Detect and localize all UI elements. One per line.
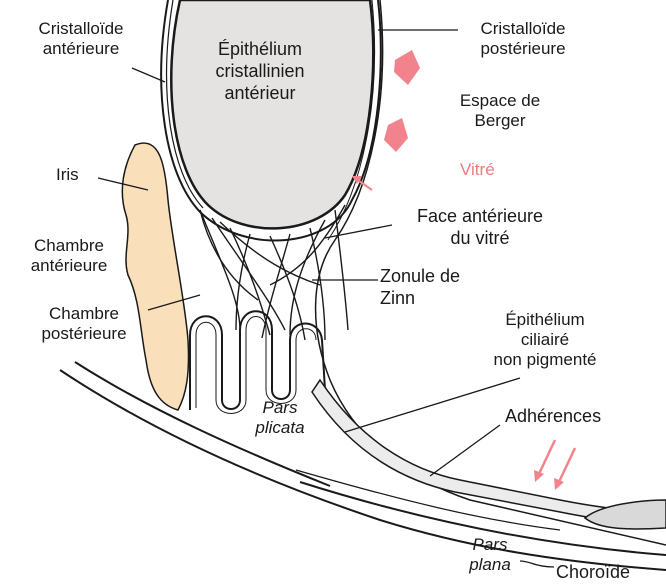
label-epithelium-cristallinien-line1: Épithélium (195, 38, 325, 60)
label-cristalloide-posterieure-line2: postérieure (458, 39, 588, 59)
label-face-anterieure-vitre-line1: Face antérieure (390, 205, 570, 227)
label-espace-de-berger-line2: Berger (440, 111, 560, 131)
label-face-anterieure-vitre: Face antérieure du vitré (390, 205, 570, 249)
label-face-anterieure-vitre-line2: du vitré (390, 227, 570, 249)
label-pars-plicata-line1: Pars (245, 398, 315, 418)
berger-space-mark-1 (394, 50, 420, 85)
label-zonule-de-zinn-line2: Zinn (380, 287, 460, 309)
label-epithelium-ciliaire-line3: non pigmenté (470, 350, 620, 370)
label-zonule-de-zinn: Zonule de Zinn (380, 265, 460, 309)
label-pars-plicata: Pars plicata (245, 398, 315, 438)
adherence-arrow-2 (558, 448, 575, 484)
label-iris: Iris (56, 165, 79, 185)
label-adherences: Adhérences (505, 405, 601, 427)
label-epithelium-ciliaire-line1: Épithélium (470, 310, 620, 330)
sclera-outer (60, 370, 666, 570)
label-epithelium-cristallinien-line2: cristallinien (195, 60, 325, 82)
label-epithelium-cristallinien: Épithélium cristallinien antérieur (195, 38, 325, 104)
label-cristalloide-anterieure: Cristalloïde antérieure (22, 19, 140, 59)
label-cristalloide-posterieure-line1: Cristalloïde (458, 19, 588, 39)
ciliary-epithelium-band (312, 380, 666, 525)
lens-body (171, 0, 373, 228)
label-chambre-anterieure: Chambre antérieure (14, 236, 124, 276)
label-chambre-posterieure: Chambre postérieure (24, 304, 144, 344)
label-cristalloide-posterieure: Cristalloïde postérieure (458, 19, 588, 59)
label-chambre-posterieure-line2: postérieure (24, 324, 144, 344)
label-chambre-anterieure-line2: antérieure (14, 256, 124, 276)
label-cristalloide-anterieure-line2: antérieure (22, 39, 140, 59)
label-epithelium-ciliaire-line2: ciliairé (470, 330, 620, 350)
adherence-arrow-1 (538, 440, 555, 476)
ciliary-processes (190, 311, 325, 410)
label-pars-plana-line2: plana (455, 555, 525, 575)
label-pars-plicata-line2: plicata (245, 418, 315, 438)
label-vitre: Vitré (460, 160, 495, 180)
label-chambre-posterieure-line1: Chambre (24, 304, 144, 324)
label-epithelium-cristallinien-line3: antérieur (195, 82, 325, 104)
label-espace-de-berger-line1: Espace de (440, 91, 560, 111)
label-pars-plana-line1: Pars (455, 535, 525, 555)
retina-edge (585, 500, 666, 529)
label-chambre-anterieure-line1: Chambre (14, 236, 124, 256)
label-espace-de-berger: Espace de Berger (440, 91, 560, 131)
label-pars-plana: Pars plana (455, 535, 525, 575)
berger-space-mark-2 (384, 118, 408, 152)
label-choroide: Choroïde (556, 561, 630, 583)
label-cristalloide-anterieure-line1: Cristalloïde (22, 19, 140, 39)
label-zonule-de-zinn-line1: Zonule de (380, 265, 460, 287)
label-epithelium-ciliaire: Épithélium ciliairé non pigmenté (470, 310, 620, 370)
choroide-leader (518, 558, 558, 570)
iris-shape (122, 143, 188, 410)
